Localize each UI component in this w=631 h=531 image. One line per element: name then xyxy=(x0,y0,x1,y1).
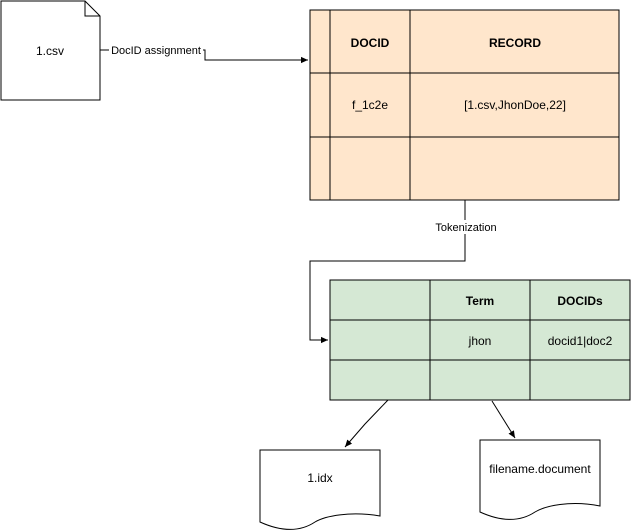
document-file-node[interactable]: filename.document xyxy=(479,439,601,520)
document-output-arrow xyxy=(491,400,516,439)
tokenization-label-bg xyxy=(433,220,499,234)
document-file-shape xyxy=(479,439,601,520)
tokenization-label: Tokenization xyxy=(435,222,496,234)
record-cell-docid: f_1c2e xyxy=(352,98,388,112)
index-cell-term: jhon xyxy=(468,334,492,348)
index-cell-docids: docid1|doc2 xyxy=(548,334,613,348)
source-file-node[interactable]: 1.csv xyxy=(0,0,101,101)
record-table-frame xyxy=(309,9,620,201)
docid-assignment-label-bg xyxy=(109,43,203,57)
idx-output-arrow xyxy=(344,399,389,448)
index-header-docids: DOCIDs xyxy=(557,294,603,308)
index-header-term: Term xyxy=(466,294,494,308)
record-header-record: RECORD xyxy=(489,36,541,50)
index-table-frame xyxy=(329,279,631,401)
document-file-label: filename.document xyxy=(489,462,591,476)
record-header-docid: DOCID xyxy=(351,36,390,50)
record-table: DOCID RECORD f_1c2e [1.csv,JhonDoe,22] xyxy=(309,9,620,201)
index-table: Term DOCIDs jhon docid1|doc2 xyxy=(329,279,631,401)
source-file-label: 1.csv xyxy=(36,44,64,58)
idx-file-label: 1.idx xyxy=(307,471,332,485)
source-file-fold xyxy=(84,1,100,17)
source-file-shape xyxy=(0,0,101,101)
docid-assignment-edge[interactable]: DocID assignment xyxy=(100,43,308,64)
record-cell-record: [1.csv,JhonDoe,22] xyxy=(464,98,566,112)
docid-assignment-label: DocID assignment xyxy=(111,45,201,57)
idx-file-node[interactable]: 1.idx xyxy=(259,449,381,530)
idx-file-shape xyxy=(259,449,381,530)
tokenization-connector xyxy=(309,200,466,344)
tokenization-edge[interactable]: Tokenization xyxy=(309,200,499,344)
